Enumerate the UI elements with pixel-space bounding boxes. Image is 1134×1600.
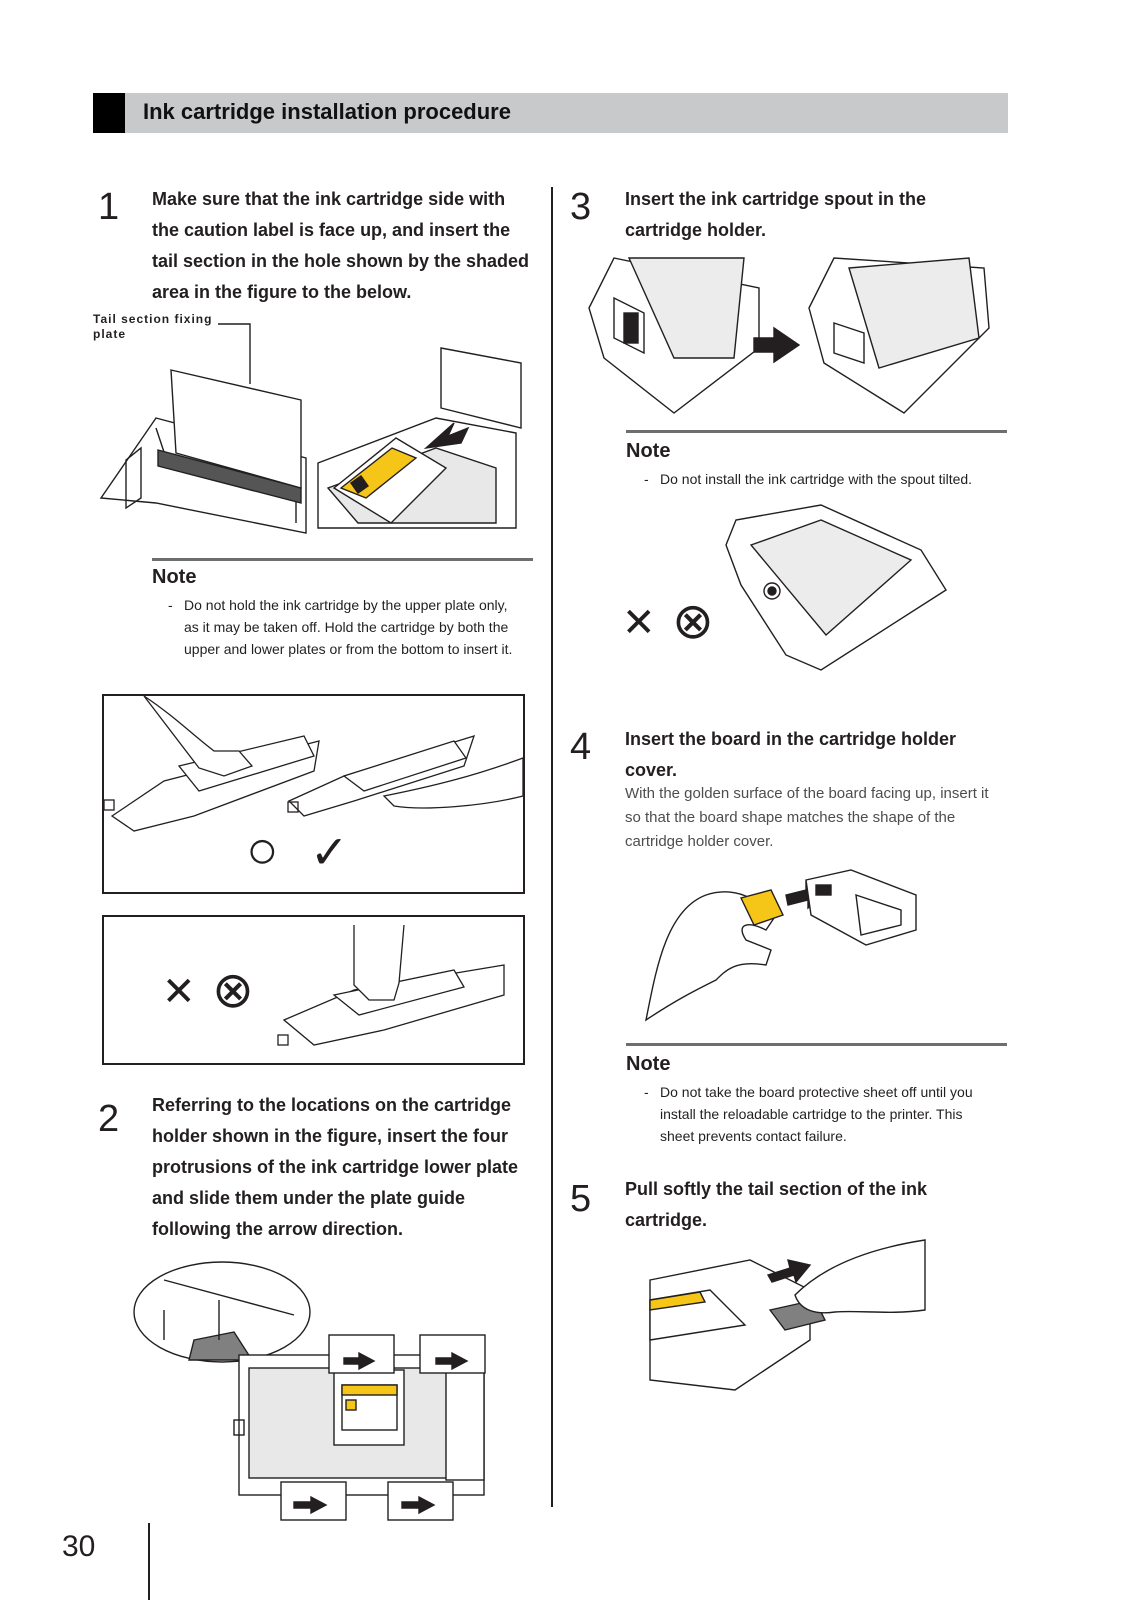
figure-step-4 bbox=[644, 869, 917, 1022]
step-4-body: With the golden surface of the board fac… bbox=[625, 785, 989, 850]
figure-step-1 bbox=[99, 323, 522, 534]
step-5-number: 5 bbox=[570, 1178, 592, 1220]
step-2-text: Referring to the locations on the cartri… bbox=[152, 1095, 519, 1239]
callout-tail-plate: Tail section fixing plate bbox=[93, 312, 213, 341]
section-marker bbox=[93, 93, 125, 133]
section-title: Ink cartridge installation procedure bbox=[143, 99, 511, 124]
check-icon: ✓ bbox=[310, 826, 349, 878]
note-1-text: Do not hold the ink cartridge by the upp… bbox=[184, 597, 513, 657]
note-2-text: Do not install the ink cartridge with th… bbox=[660, 471, 973, 487]
note-3-item: - Do not take the board protective sheet… bbox=[644, 1081, 996, 1149]
step-2-number: 2 bbox=[98, 1098, 120, 1140]
ok-circle-icon: ○ bbox=[246, 820, 279, 880]
note-3-title: Note bbox=[626, 1053, 671, 1075]
note-1-title: Note bbox=[152, 566, 197, 588]
prohibited-icon: ⊗ bbox=[212, 962, 254, 1018]
step-5-text: Pull softly the tail section of the ink … bbox=[625, 1179, 928, 1230]
step-4-text: Insert the board in the cartridge holder… bbox=[625, 729, 957, 780]
figure-step-3 bbox=[588, 257, 990, 414]
note-1-dash: - bbox=[168, 597, 173, 613]
step-1-number: 1 bbox=[98, 186, 120, 228]
note-2-dash: - bbox=[644, 471, 649, 487]
note-2-title: Note bbox=[626, 440, 671, 462]
figure-step-2 bbox=[133, 1261, 486, 1521]
figure-step-5 bbox=[649, 1239, 926, 1391]
note-1-item: - Do not hold the ink cartridge by the u… bbox=[168, 594, 520, 684]
figure-spout-tilted bbox=[725, 504, 947, 671]
figure-correct-hold: ○ ✓ bbox=[102, 694, 525, 894]
note-3-text: Do not take the board protective sheet o… bbox=[660, 1084, 973, 1144]
cross-icon: ✕ bbox=[162, 970, 196, 1014]
note-2-item: - Do not install the ink cartridge with … bbox=[644, 468, 1006, 492]
section-header: Ink cartridge installation procedure bbox=[93, 93, 1008, 133]
footer-rule bbox=[148, 1523, 150, 1600]
step-3-number: 3 bbox=[570, 186, 592, 228]
cross-icon: ✕ bbox=[622, 601, 656, 645]
prohibited-icon: ⊗ bbox=[672, 593, 714, 649]
note-2-rule bbox=[626, 430, 1007, 433]
step-3-text: Insert the ink cartridge spout in the ca… bbox=[625, 189, 927, 240]
column-divider bbox=[551, 187, 553, 1507]
note-3-rule bbox=[626, 1043, 1007, 1046]
figure-wrong-hold-art bbox=[277, 924, 505, 1046]
step-4-number: 4 bbox=[570, 726, 592, 768]
page-number: 30 bbox=[62, 1530, 96, 1563]
figure-correct-hold-art bbox=[103, 695, 524, 832]
note-1-rule bbox=[152, 558, 533, 561]
step-1-text: Make sure that the ink cartridge side wi… bbox=[152, 189, 530, 302]
figure-wrong-hold: ✕ ⊗ bbox=[102, 915, 525, 1065]
note-3-dash: - bbox=[644, 1084, 649, 1100]
